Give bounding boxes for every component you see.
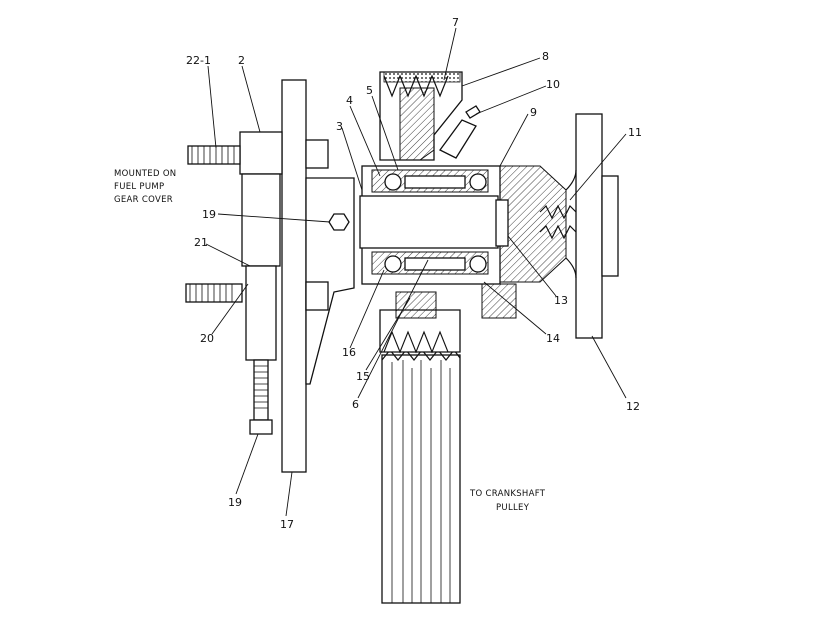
note-mounted-line3: GEAR COVER: [114, 195, 173, 205]
bearing-housing: [359, 165, 501, 285]
callout-21: 21: [194, 236, 208, 249]
drive-belt: [381, 349, 461, 604]
diagram-notes: MOUNTED ON FUEL PUMP GEAR COVER TO CRANK…: [114, 169, 546, 513]
callout-9: 9: [530, 106, 537, 119]
callout-2: 2: [238, 54, 245, 67]
callout-8: 8: [542, 50, 549, 63]
note-mounted-line1: MOUNTED ON: [114, 169, 176, 179]
callout-11: 11: [628, 126, 642, 139]
drive-flange: [539, 113, 619, 339]
callout-labels: 22-1 2 7 8 10 5 4 9 3 11 19 21 20 13 14 …: [186, 16, 642, 531]
bearing-ball-icon: [384, 173, 402, 191]
note-crankshaft-line2: PULLEY: [496, 503, 530, 513]
grease-fitting: [439, 119, 477, 159]
callout-3: 3: [336, 120, 343, 133]
adjuster-bracket: [185, 131, 283, 435]
note-crankshaft-line1: TO CRANKSHAFT: [469, 489, 546, 499]
callout-7: 7: [452, 16, 459, 29]
callout-15: 15: [356, 370, 370, 383]
note-mounted-line2: FUEL PUMP: [114, 182, 164, 192]
callout-13: 13: [554, 294, 568, 307]
callout-4: 4: [346, 94, 353, 107]
callout-19-upper: 19: [202, 208, 216, 221]
leader-lines: [205, 27, 627, 517]
callout-20: 20: [200, 332, 214, 345]
mounting-plate: [281, 79, 355, 473]
callout-5: 5: [366, 84, 373, 97]
callout-17: 17: [280, 518, 294, 531]
idler-pulley: [379, 71, 463, 354]
callout-22-1: 22-1: [186, 54, 211, 67]
callout-10: 10: [546, 78, 560, 91]
callout-19-lower: 19: [228, 496, 242, 509]
callout-6: 6: [352, 398, 359, 411]
callout-12: 12: [626, 400, 640, 413]
callout-14: 14: [546, 332, 560, 345]
callout-16: 16: [342, 346, 356, 359]
